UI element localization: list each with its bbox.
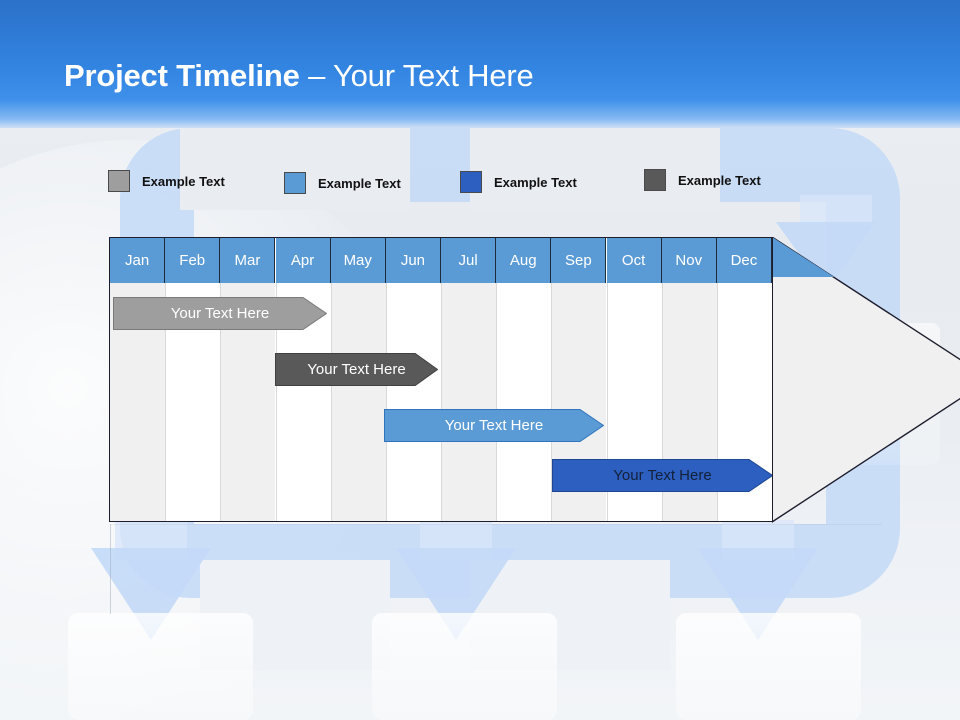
timeline-gridline (716, 283, 718, 521)
background-hairline-top (110, 524, 882, 525)
task-bar-4[interactable]: Your Text Here (552, 459, 772, 492)
background-band-notch-1 (180, 120, 410, 210)
slide-header: Project Timeline – Your Text Here (0, 0, 960, 128)
timeline-gridline (330, 283, 332, 521)
timeline-gridline (275, 283, 277, 521)
page-title: Project Timeline – Your Text Here (64, 58, 534, 94)
task-bar-shape (275, 353, 438, 386)
legend-item-1[interactable]: Example Text (108, 170, 225, 192)
legend-swatch-dark-blue (460, 171, 482, 193)
page-title-bold: Project Timeline (64, 58, 300, 93)
background-card-2 (372, 613, 557, 720)
month-header-mar[interactable]: Mar (220, 238, 276, 283)
legend-label-2: Example Text (318, 175, 401, 191)
timeline-gridline (661, 283, 663, 521)
timeline-column-jul (441, 238, 497, 521)
timeline-gridline (385, 283, 387, 521)
timeline-gridline (496, 283, 498, 521)
timeline-column-jan (110, 238, 166, 521)
month-header-jun[interactable]: Jun (385, 238, 441, 283)
background-band-notch-2 (470, 120, 720, 210)
page-title-rest: – Your Text Here (299, 58, 534, 93)
month-header-jan[interactable]: Jan (110, 238, 166, 283)
timeline-gridline (606, 283, 608, 521)
month-header-dec[interactable]: Dec (716, 238, 772, 283)
legend-swatch-dark-gray (644, 169, 666, 191)
timeline-gridline (551, 283, 553, 521)
timeline-gridline (220, 283, 222, 521)
background-card-3 (676, 613, 861, 720)
legend-label-3: Example Text (494, 174, 577, 190)
timeline-column-mar (220, 238, 276, 521)
task-bar-3[interactable]: Your Text Here (384, 409, 604, 442)
background-arrow-stem-4 (800, 195, 872, 225)
task-bar-shape (113, 297, 327, 330)
timeline-arrow-point (772, 237, 960, 523)
legend-swatch-gray (108, 170, 130, 192)
task-bar-shape (552, 459, 772, 492)
month-header-aug[interactable]: Aug (496, 238, 552, 283)
legend-swatch-light-blue (284, 172, 306, 194)
legend-item-2[interactable]: Example Text (284, 172, 401, 194)
month-header-oct[interactable]: Oct (606, 238, 662, 283)
background-hairline-left (110, 524, 111, 614)
month-header-apr[interactable]: Apr (275, 238, 331, 283)
background-card-1 (68, 613, 253, 720)
month-header-nov[interactable]: Nov (661, 238, 717, 283)
timeline-gridline (165, 283, 167, 521)
task-bar-shape (384, 409, 604, 442)
month-header-may[interactable]: May (330, 238, 386, 283)
task-bar-1[interactable]: Your Text Here (113, 297, 327, 330)
month-header-jul[interactable]: Jul (441, 238, 497, 283)
timeline-gridline (441, 283, 442, 521)
legend: Example Text Example Text Example Text E… (108, 166, 828, 198)
task-bar-2[interactable]: Your Text Here (275, 353, 438, 386)
month-header-feb[interactable]: Feb (165, 238, 221, 283)
month-header-sep[interactable]: Sep (551, 238, 607, 283)
legend-item-4[interactable]: Example Text (644, 169, 761, 191)
legend-label-4: Example Text (678, 172, 761, 188)
legend-label-1: Example Text (142, 173, 225, 189)
legend-item-3[interactable]: Example Text (460, 171, 577, 193)
